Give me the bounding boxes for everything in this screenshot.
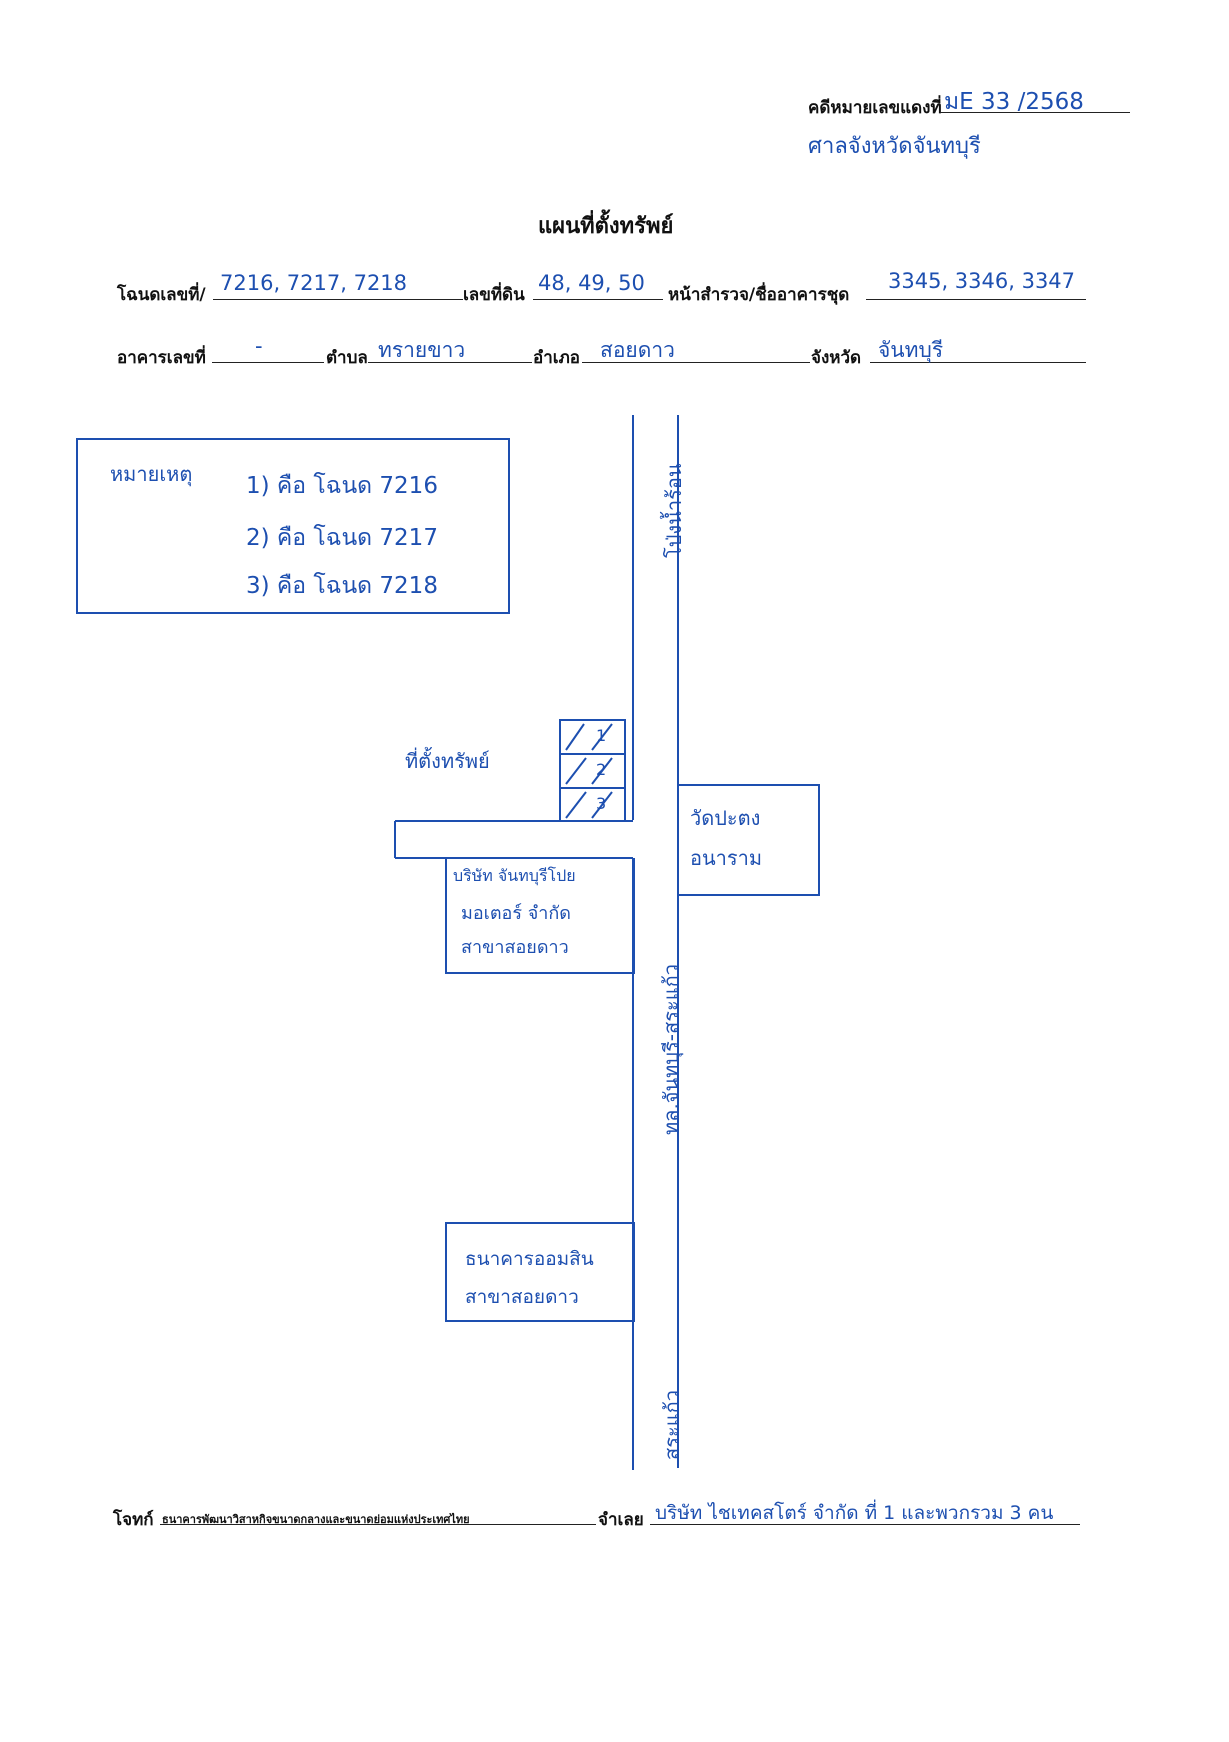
deed-underline <box>213 299 463 300</box>
road-label-main: ทล.จันทบุรี-สระแก้ว <box>659 964 683 1135</box>
company-box: บริษัท จันทบุรีโปย มอเตอร์ จำกัด สาขาสอย… <box>445 858 635 974</box>
survey-label: หน้าสำรวจ/ชื่ออาคารชุด <box>668 285 850 305</box>
case-number-value: มE 33 /2568 <box>944 89 1084 115</box>
bank-line-1: ธนาคารออมสิน <box>465 1248 594 1270</box>
court-name: ศาลจังหวัดจันทบุรี <box>808 134 981 159</box>
subdistrict-value: ทรายขาว <box>378 338 466 362</box>
legend-item-3: 3) คือ โฉนด 7218 <box>246 573 438 599</box>
plot-hatch-1 <box>565 723 585 751</box>
bank-line-2: สาขาสอยดาว <box>465 1286 579 1308</box>
page-title: แผนที่ตั้งทรัพย์ <box>538 213 674 239</box>
company-line-3: สาขาสอยดาว <box>461 937 569 958</box>
deed-label: โฉนดเลขที่/ <box>117 285 206 305</box>
legend-box: หมายเหตุ 1) คือ โฉนด 7216 2) คือ โฉนด 72… <box>76 438 510 614</box>
plot-hatch-4 <box>591 723 613 751</box>
plot-number-1: 1 <box>596 726 607 745</box>
survey-underline <box>866 299 1086 300</box>
legend-title: หมายเหตุ <box>110 462 193 486</box>
temple-box: วัดปะตง อนาราม <box>678 784 820 896</box>
plot-hatch-2 <box>565 757 587 785</box>
plot-hatch-5 <box>591 757 613 785</box>
temple-line-2: อนาราม <box>690 846 763 870</box>
road-label-top: โป่งน้ำร้อน <box>662 463 686 558</box>
temple-line-1: วัดปะตง <box>690 806 761 830</box>
legend-item-2: 2) คือ โฉนด 7217 <box>246 525 438 551</box>
defendant-underline <box>650 1524 1080 1525</box>
survey-value: 3345, 3346, 3347 <box>888 269 1076 293</box>
property-plots-outline <box>559 719 626 822</box>
defendant-label: จำเลย <box>598 1510 644 1530</box>
province-value: จันทบุรี <box>878 338 944 362</box>
case-number-underline <box>940 112 1130 113</box>
subdistrict-label: ตำบล <box>326 348 368 368</box>
plaintiff-value: ธนาคารพัฒนาวิสาหกิจขนาดกลางและขนาดย่อมแห… <box>162 1513 470 1526</box>
building-label: อาคารเลขที่ <box>117 348 206 368</box>
plot-hatch-6 <box>591 791 613 819</box>
plot-number-2: 2 <box>596 760 607 779</box>
land-no-label: เลขที่ดิน <box>463 285 525 305</box>
company-line-2: มอเตอร์ จำกัด <box>461 903 571 924</box>
land-no-underline <box>533 299 663 300</box>
province-underline <box>870 362 1086 363</box>
legend-item-1: 1) คือ โฉนด 7216 <box>246 473 438 499</box>
company-line-1: บริษัท จันทบุรีโปย <box>453 866 576 885</box>
plaintiff-underline <box>160 1524 596 1525</box>
plot-number-3: 3 <box>596 794 607 813</box>
district-underline <box>582 362 810 363</box>
subdistrict-underline <box>368 362 532 363</box>
deed-value: 7216, 7217, 7218 <box>220 271 408 295</box>
defendant-value: บริษัท ไชเทคสโตร์ จำกัด ที่ 1 และพวกรวม … <box>655 1502 1054 1524</box>
building-value: - <box>255 334 263 358</box>
province-label: จังหวัด <box>811 348 862 368</box>
bank-box: ธนาคารออมสิน สาขาสอยดาว <box>445 1222 635 1322</box>
district-value: สอยดาว <box>600 338 675 362</box>
plaintiff-label: โจทก์ <box>113 1510 154 1530</box>
plot-hatch-3 <box>565 791 587 819</box>
road-label-bottom: สระแก้ว <box>660 1390 684 1460</box>
case-number-label: คดีหมายเลขแดงที่ <box>808 98 942 118</box>
property-location-label: ที่ตั้งทรัพย์ <box>405 749 490 773</box>
land-no-value: 48, 49, 50 <box>538 271 645 295</box>
district-label: อำเภอ <box>533 348 580 368</box>
building-underline <box>212 362 324 363</box>
